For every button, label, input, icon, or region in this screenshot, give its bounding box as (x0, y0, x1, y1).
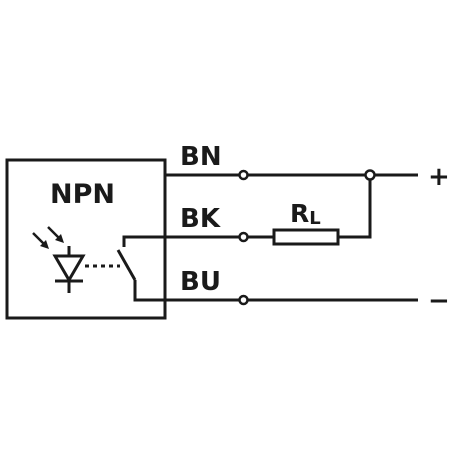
terminal-bn (238, 169, 249, 181)
wire-label-bu: BU (180, 267, 221, 297)
photodiode-icon (52, 254, 86, 283)
switch-contact (116, 249, 137, 281)
load-label-main: R (290, 199, 309, 228)
sensor-housing (5, 158, 167, 320)
terminal-bu (238, 294, 249, 306)
wire-label-bn: BN (180, 142, 222, 172)
sensor-type-label: NPN (50, 179, 115, 210)
terminal-label-negative: − (428, 286, 450, 316)
wire-label-bk: BK (180, 204, 221, 234)
light-rays-icon (32, 226, 64, 249)
wire-bk (122, 235, 240, 247)
wire-load-to-plus (338, 180, 372, 239)
terminal-bk (238, 231, 249, 243)
wire-bu (133, 280, 240, 302)
load-label-sub: L (309, 208, 320, 229)
load-resistor (272, 228, 340, 246)
load-label: RL (290, 199, 321, 229)
junction-node (364, 169, 376, 181)
terminal-label-positive: + (428, 162, 450, 192)
